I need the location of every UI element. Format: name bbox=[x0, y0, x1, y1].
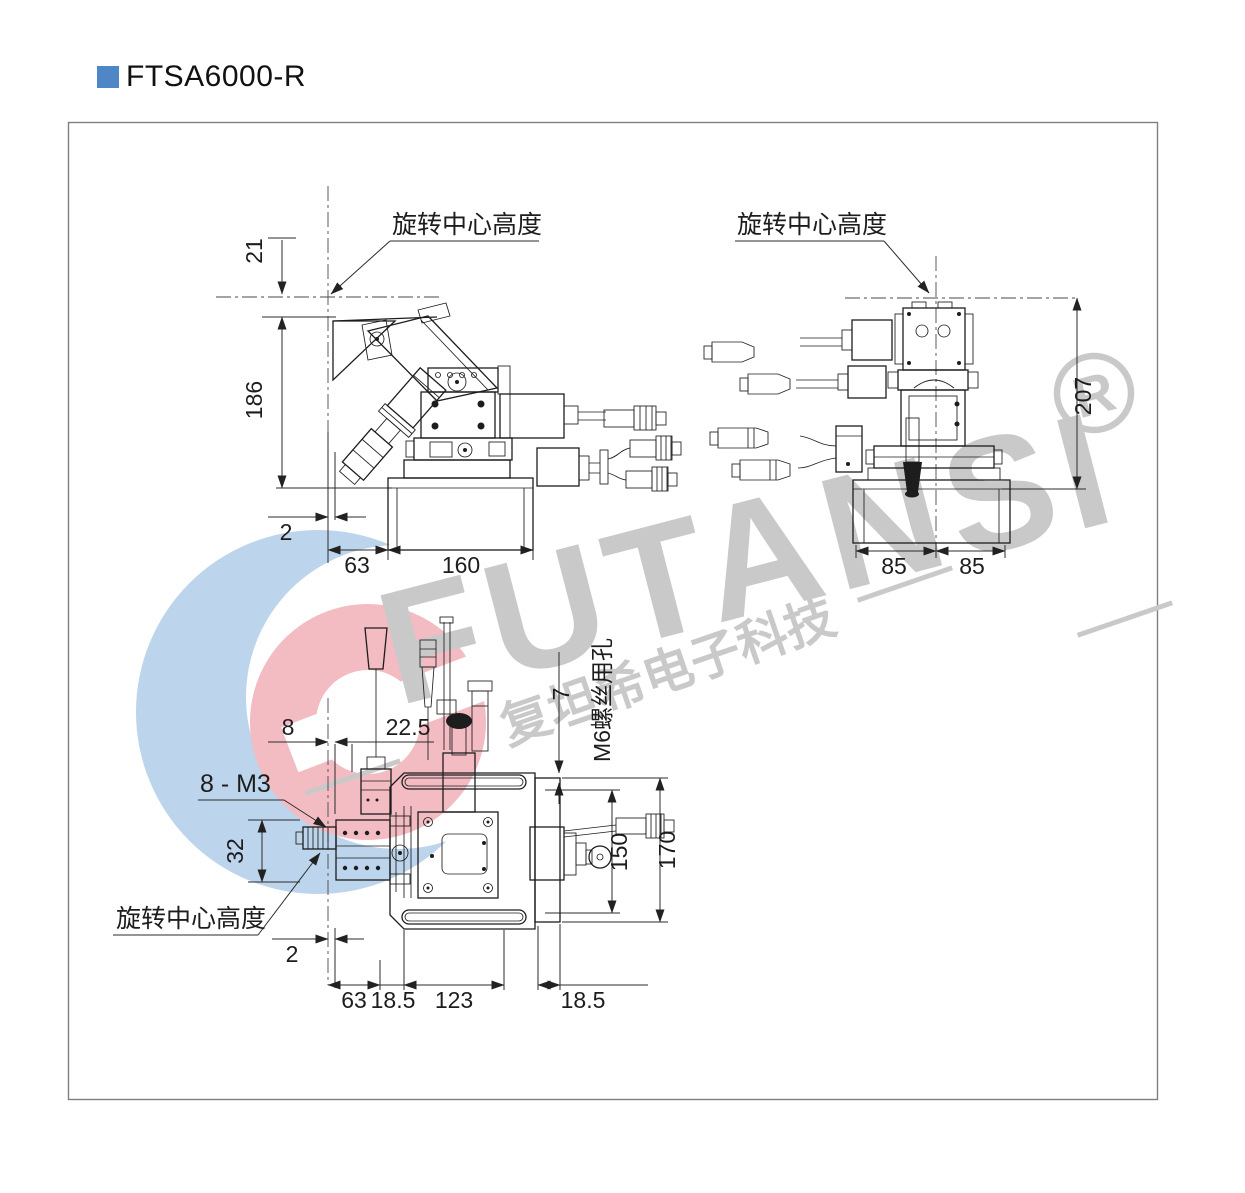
front-view: 旋转中心高度 207 85 85 bbox=[703, 211, 1096, 579]
top-dim-8: 8 bbox=[282, 714, 295, 740]
front-dim-207: 207 bbox=[1070, 377, 1096, 415]
title-bullet-square bbox=[97, 66, 119, 88]
top-note-8-m3: 8 - M3 bbox=[200, 770, 271, 798]
side-dim-160: 160 bbox=[442, 552, 480, 578]
top-dim-22-5: 22.5 bbox=[386, 714, 431, 740]
front-rotation-center-label: 旋转中心高度 bbox=[737, 211, 887, 239]
side-rotation-center-label: 旋转中心高度 bbox=[392, 211, 542, 239]
top-view: 8 22.5 8 - M3 32 旋转中心高度 2 bbox=[113, 616, 680, 1013]
top-dim-63: 63 bbox=[341, 987, 367, 1013]
front-view-machine bbox=[703, 301, 1011, 544]
side-dim-21: 21 bbox=[241, 238, 267, 264]
side-dim-2: 2 bbox=[280, 519, 293, 545]
top-dim-123: 123 bbox=[435, 987, 473, 1013]
top-dim-7: 7 bbox=[548, 688, 574, 701]
registered-mark-circle bbox=[1053, 352, 1135, 434]
top-view-machine bbox=[295, 616, 675, 930]
futansi-watermark: FUTANSI —— 复坦希电子科技 —— —— R bbox=[136, 352, 1180, 894]
product-title-row: FTSA6000-R bbox=[97, 60, 306, 94]
top-note-m6: M6螺丝用孔 bbox=[589, 638, 615, 762]
top-dim-18-5-left: 18.5 bbox=[371, 987, 416, 1013]
top-dim-18-5-right: 18.5 bbox=[561, 987, 606, 1013]
top-dim-2: 2 bbox=[286, 941, 299, 967]
side-view: 旋转中心高度 21 186 2 63 160 bbox=[216, 186, 682, 578]
top-dim-170: 170 bbox=[654, 831, 680, 869]
front-dim-85-right: 85 bbox=[959, 553, 985, 579]
side-dim-186: 186 bbox=[241, 381, 267, 419]
watermark-dash-far: —— bbox=[1067, 573, 1180, 659]
side-view-machine bbox=[332, 302, 682, 551]
top-dim-32: 32 bbox=[222, 838, 248, 864]
product-title: FTSA6000-R bbox=[126, 60, 307, 93]
front-dim-85-left: 85 bbox=[881, 553, 907, 579]
top-rotation-center-label: 旋转中心高度 bbox=[116, 905, 266, 933]
drawing-border bbox=[67, 121, 1159, 1101]
side-dim-63: 63 bbox=[344, 552, 370, 578]
